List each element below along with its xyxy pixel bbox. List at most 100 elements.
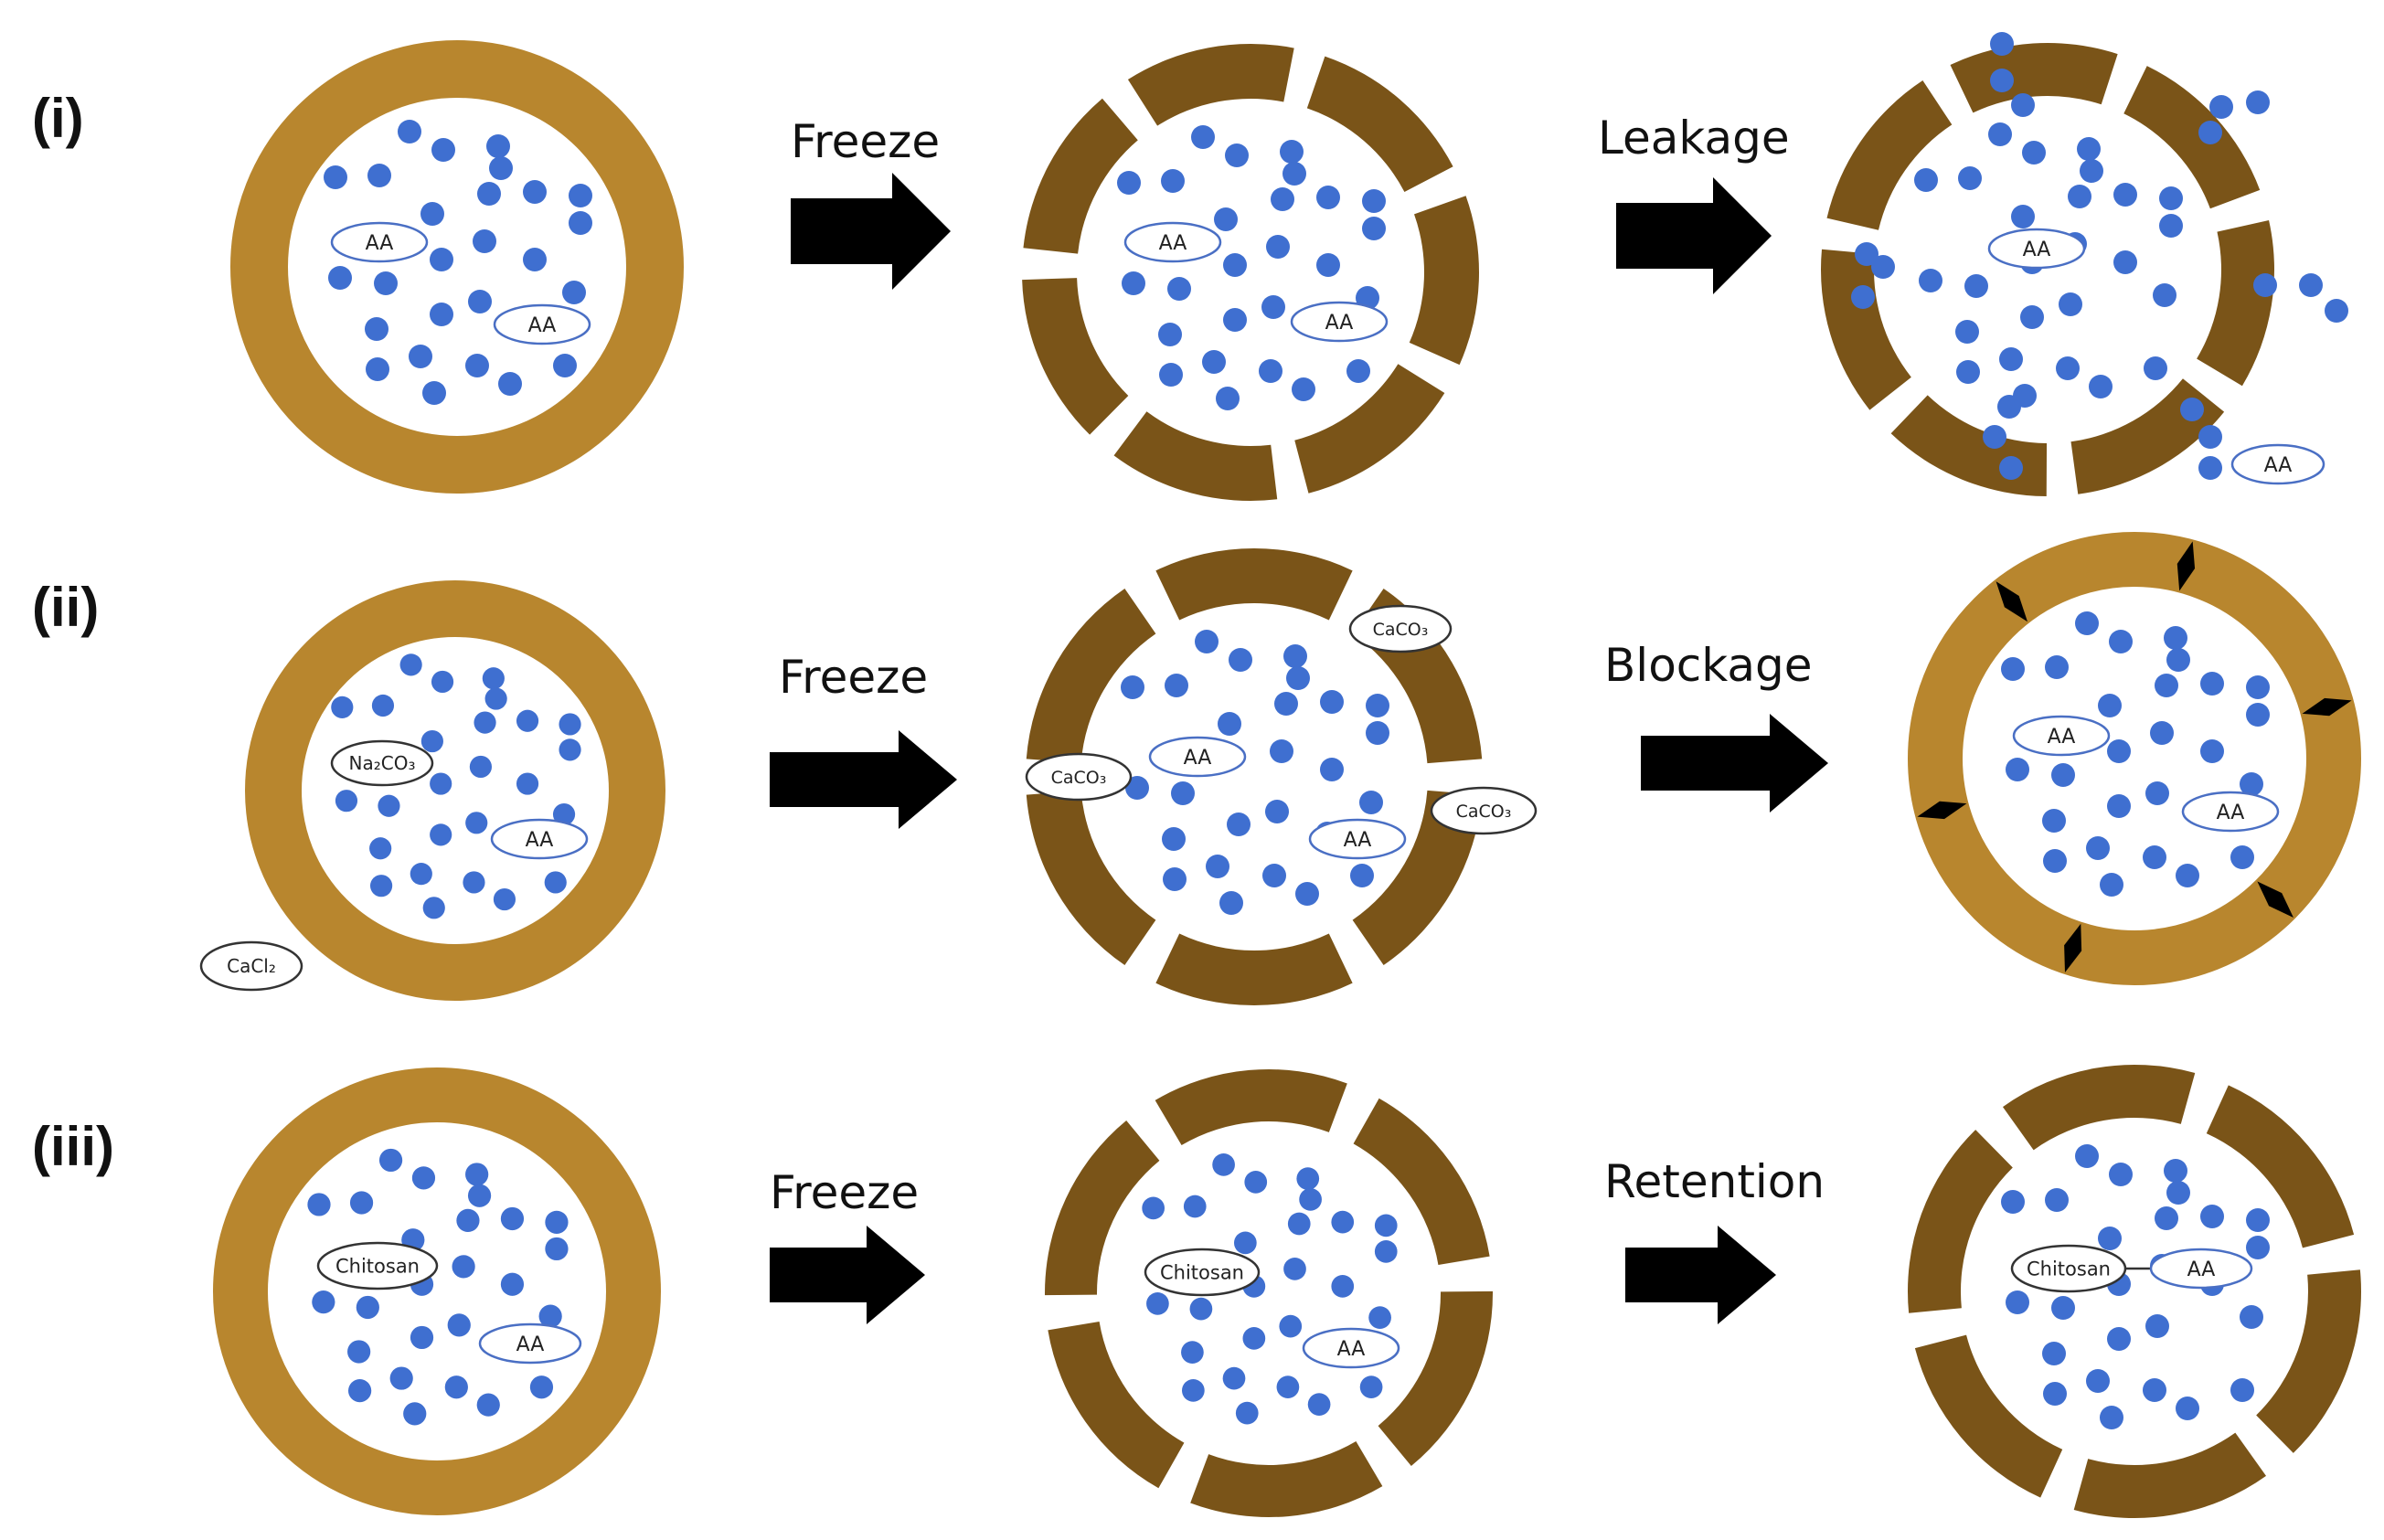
label-ellipse: CaCO₃ <box>1430 786 1538 835</box>
particle-dot <box>1919 269 1942 292</box>
particle-dot <box>1320 758 1344 781</box>
particle-dot <box>2045 655 2069 679</box>
label-ellipse: AA <box>2149 1248 2253 1290</box>
label-ellipse: Chitosan <box>1144 1248 1261 1297</box>
particle-dot <box>1189 1297 1213 1321</box>
particle-dot <box>2164 626 2187 650</box>
intact-shell <box>213 1067 661 1515</box>
particle-dot <box>1331 1275 1355 1298</box>
particle-dot <box>468 290 492 313</box>
particle-dot <box>1183 1195 1207 1218</box>
particle-dot <box>2086 836 2110 860</box>
shell-fragment <box>1826 80 1953 230</box>
particle-dot <box>1142 1196 1165 1220</box>
ellipse-outline <box>1290 301 1389 343</box>
particle-dot <box>1261 295 1285 319</box>
process-arrows <box>770 173 1828 1324</box>
shell-fragment <box>1127 44 1294 126</box>
shell-fragment <box>1378 1290 1494 1467</box>
shell-fragment <box>1023 98 1138 254</box>
particle-dot <box>1316 253 1340 277</box>
leaked-dot <box>2209 95 2233 119</box>
particle-dot <box>1214 207 1238 231</box>
label-ellipse: Chitosan <box>316 1241 439 1290</box>
particle-dot <box>2144 356 2167 380</box>
particle-dot <box>473 229 496 253</box>
label-ellipse: AA <box>2181 791 2280 833</box>
ellipse-text: CaCO₃ <box>1051 768 1107 788</box>
particle-dot <box>2155 1206 2178 1230</box>
particle-dot <box>422 381 446 405</box>
particle-dot <box>1225 143 1249 167</box>
particle-dot <box>2230 1378 2254 1402</box>
particle-dot <box>2143 1378 2166 1402</box>
particle-dot <box>2098 1227 2122 1250</box>
particle-dot <box>1366 721 1389 745</box>
particle-dot <box>2113 183 2137 207</box>
ellipse-outline <box>2149 1248 2253 1290</box>
particle-dot <box>374 271 398 295</box>
shell-fragment <box>2002 1065 2196 1151</box>
particle-dot <box>1117 171 1141 195</box>
particle-dot <box>2045 1188 2069 1212</box>
particle-dot <box>1283 644 1307 668</box>
particle-dot <box>1195 630 1219 653</box>
shell-fragment <box>2073 1432 2267 1518</box>
particle-dot <box>545 1210 569 1234</box>
particle-dot <box>2159 214 2183 238</box>
particle-dot <box>444 1375 468 1399</box>
particle-dot <box>465 1163 489 1186</box>
particle-dot <box>1270 739 1293 763</box>
particle-dot <box>356 1295 379 1320</box>
row-ii-blockage-label: Blockage <box>1604 639 1813 692</box>
particle-dot <box>1121 675 1144 699</box>
particle-dot <box>2240 772 2263 796</box>
arrow-3 <box>770 730 957 829</box>
particle-dot <box>431 138 455 162</box>
shell-fragment <box>1352 790 1483 966</box>
ellipse-text: CaCl₂ <box>227 955 276 977</box>
leaked-dot <box>2198 456 2222 480</box>
label-ellipse: AA <box>490 818 589 860</box>
ellipse-outline <box>493 303 591 345</box>
ellipse-text: AA <box>2264 454 2293 477</box>
shell-fragment <box>1306 56 1453 193</box>
particle-dot <box>420 729 443 753</box>
ellipse-outline <box>1123 221 1222 263</box>
shell-fragment <box>1026 790 1156 966</box>
particle-dot <box>307 1193 331 1216</box>
label-ellipse: AA <box>1308 818 1407 860</box>
particle-dot <box>545 1237 569 1261</box>
particle-dot <box>469 755 492 779</box>
particle-dot <box>1296 1167 1320 1190</box>
particle-dot <box>2059 292 2082 316</box>
leaked-dot <box>1990 32 2014 56</box>
particle-dot <box>2166 648 2190 672</box>
ellipse-text: Chitosan <box>335 1256 420 1278</box>
particle-dot <box>474 711 496 734</box>
shell-fragment <box>1950 43 2118 113</box>
particle-dot <box>369 837 392 860</box>
leaked-dot <box>2198 425 2222 449</box>
particle-dot <box>2020 305 2044 329</box>
label-ellipse: CaCO₃ <box>1025 752 1133 802</box>
particle-dot <box>430 248 453 271</box>
label-ellipse: AA <box>1987 228 2086 270</box>
particle-dot <box>1171 781 1195 805</box>
particle-dot <box>465 354 489 377</box>
row-i-stage-3-leaking-capsule: AA AA <box>1821 32 2348 496</box>
label-ellipse: AA <box>493 303 591 345</box>
particle-dot <box>1181 1341 1204 1364</box>
particle-dot <box>2200 672 2224 696</box>
particle-dot <box>1914 168 1938 192</box>
shell-fragment <box>1294 364 1445 494</box>
particle-dot <box>1202 350 1226 374</box>
ellipse-outline <box>199 940 303 992</box>
ellipse-outline <box>478 1322 582 1365</box>
particle-dot <box>1276 1375 1300 1398</box>
particle-dot <box>2051 763 2075 787</box>
particle-dot <box>2159 186 2183 210</box>
